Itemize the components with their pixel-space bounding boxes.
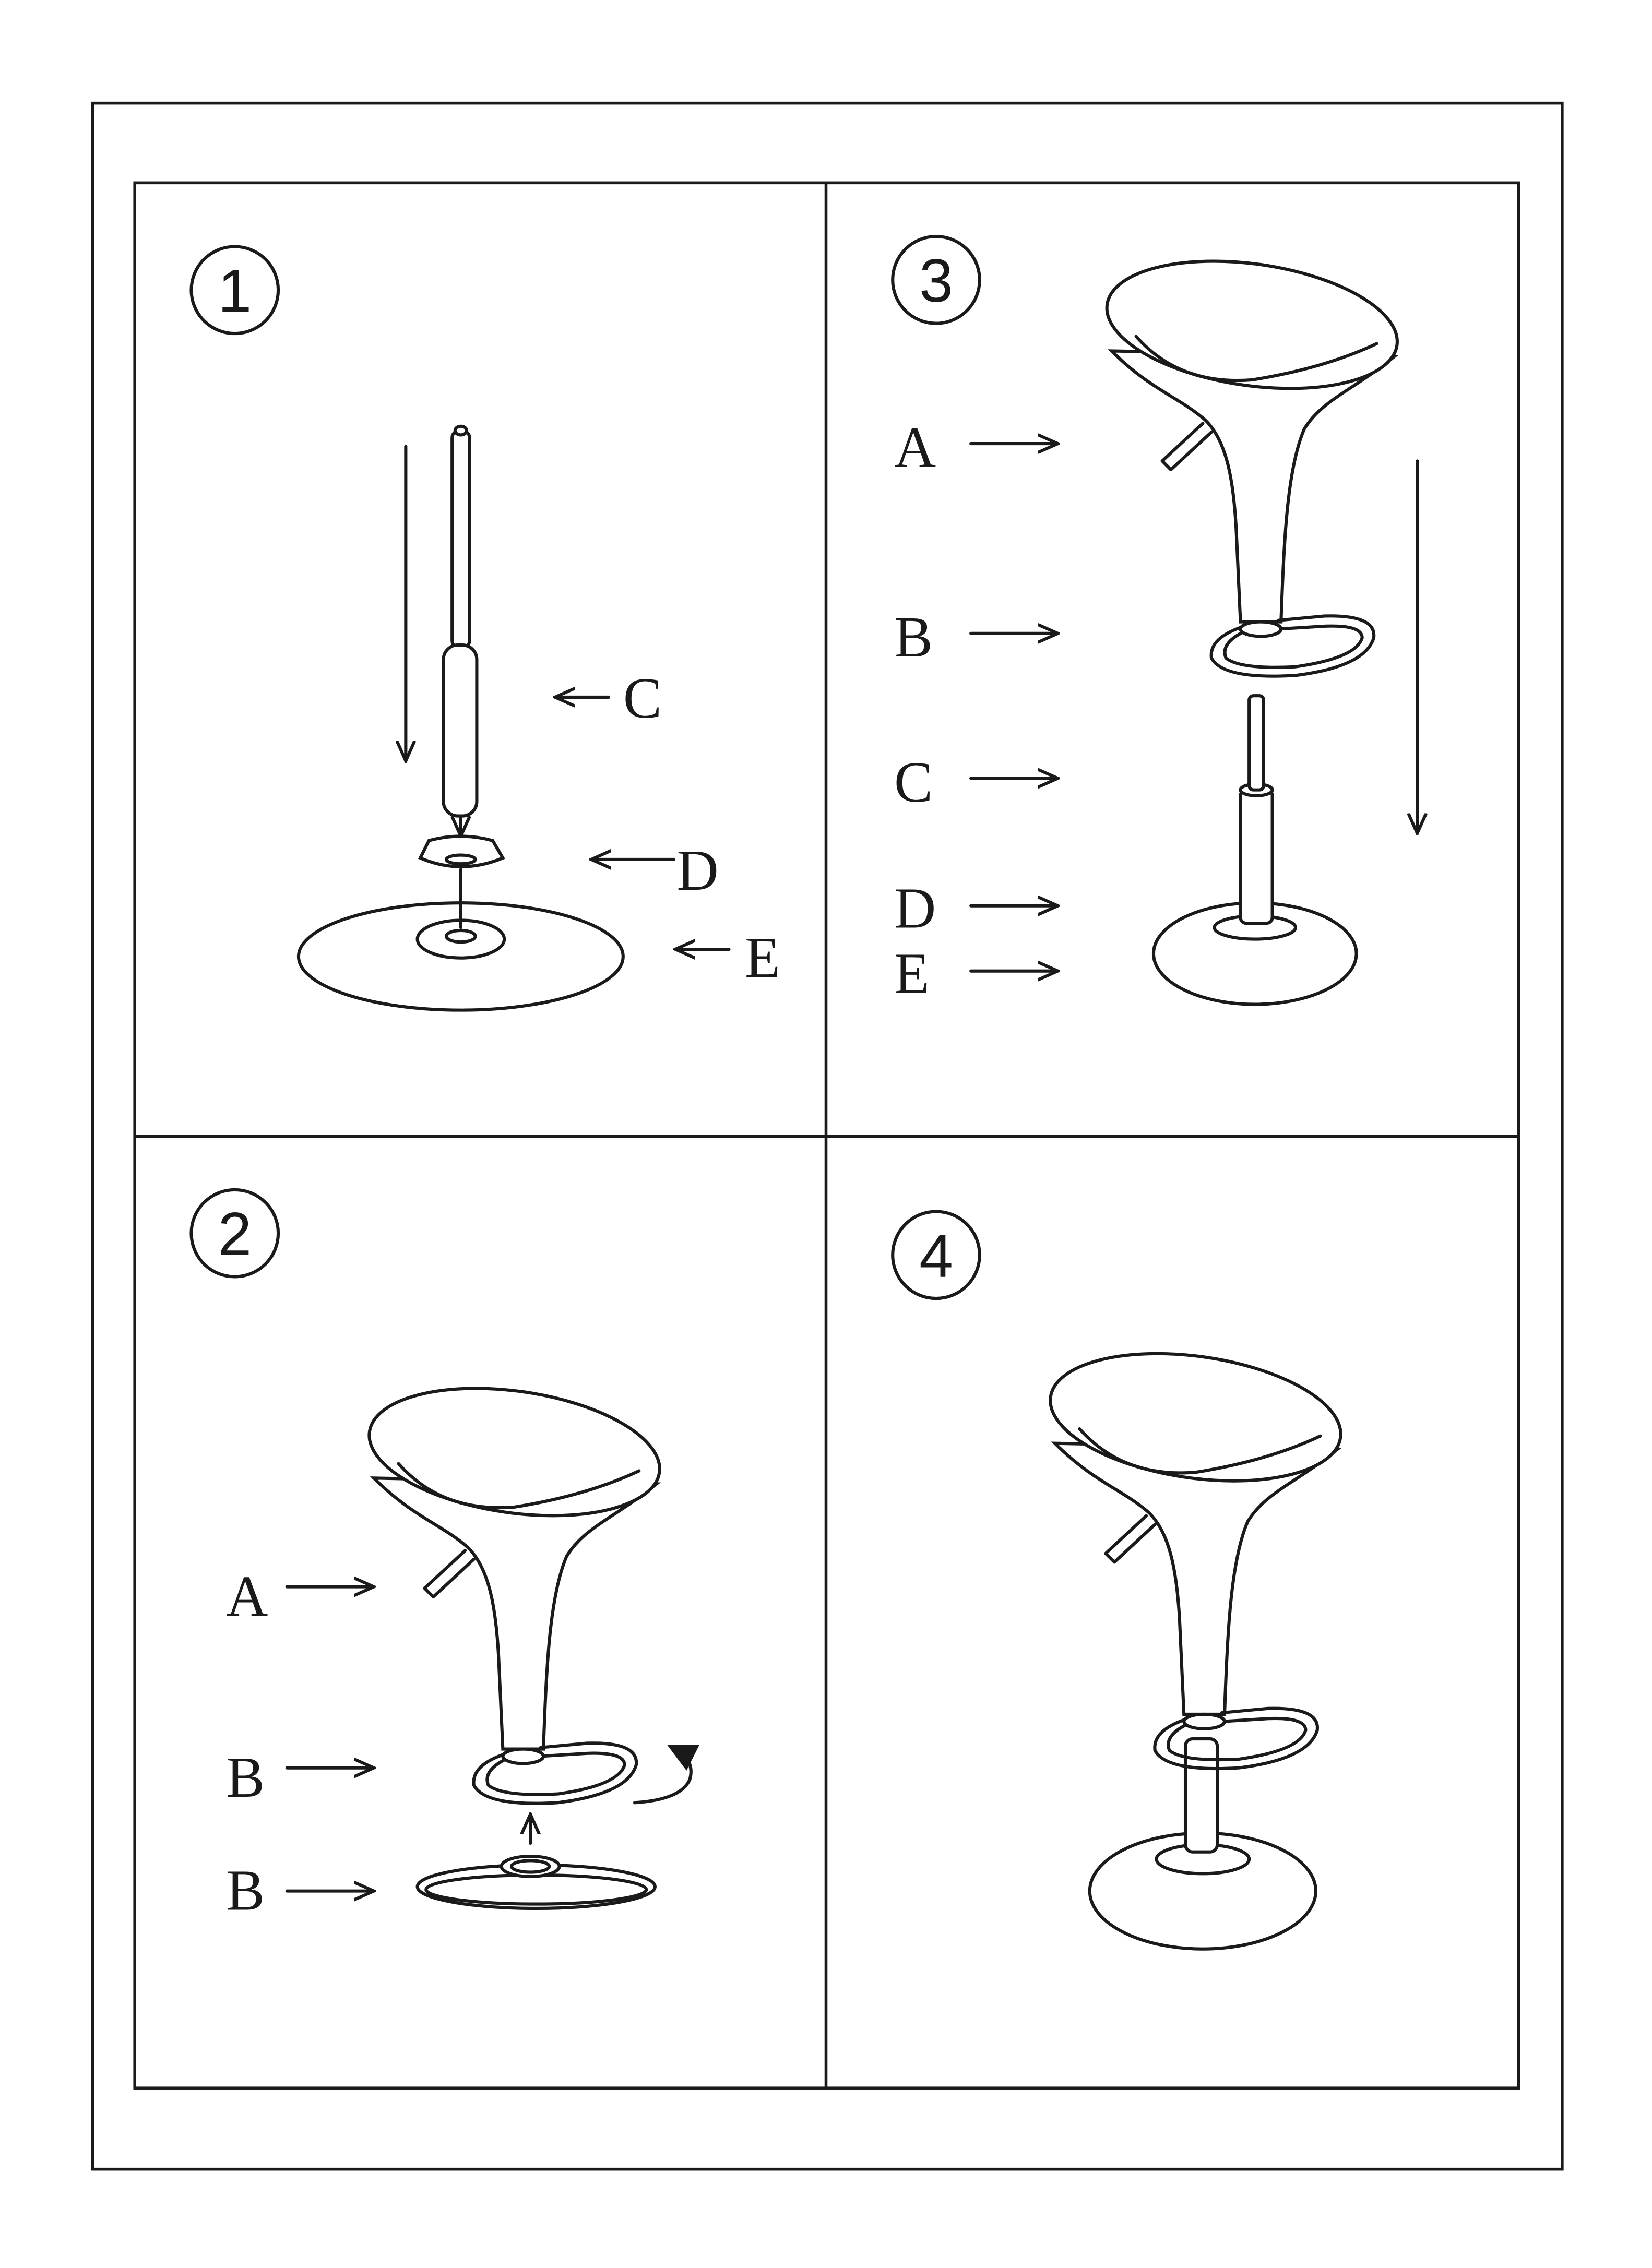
gas-lift-cylinder — [442, 424, 479, 837]
part-label-e: E — [894, 941, 930, 1006]
part-label-c: C — [894, 750, 933, 815]
part-label-c: C — [623, 666, 662, 731]
step-number: 1 — [218, 256, 252, 325]
panel-step-1: 1 C D E — [189, 245, 780, 1012]
step-number: 2 — [218, 1200, 252, 1268]
step-badge — [891, 235, 981, 325]
panel-step-3: 3 A B C D E — [891, 235, 1417, 1006]
part-label-b-2: B — [226, 1859, 265, 1923]
outer-border — [91, 101, 1564, 2171]
step-number: 3 — [919, 246, 953, 315]
part-label-a: A — [894, 416, 936, 480]
panel-step-4: 4 — [891, 1210, 1349, 1951]
stool-seat-assembly — [361, 1371, 668, 1804]
part-label-d: D — [677, 839, 719, 903]
footrest-ring-part — [415, 1854, 657, 1910]
step-badge — [189, 245, 280, 336]
part-label-d: D — [894, 876, 936, 940]
step-number: 4 — [919, 1221, 953, 1290]
step-badge — [891, 1210, 981, 1300]
part-label-b: B — [226, 1746, 265, 1810]
base-cover — [418, 834, 505, 929]
panel-step-2: 2 A B B — [189, 1188, 699, 1923]
assembled-stool — [1042, 1336, 1349, 1951]
rotate-arrow-icon — [633, 1745, 699, 1805]
step-badge — [189, 1188, 280, 1279]
part-label-b: B — [894, 605, 933, 670]
base-plate — [296, 901, 625, 1012]
stool-seat-assembly — [1099, 244, 1406, 676]
stool-base-assembly — [1151, 694, 1358, 1006]
part-label-a: A — [226, 1565, 268, 1629]
part-label-e: E — [745, 926, 780, 990]
